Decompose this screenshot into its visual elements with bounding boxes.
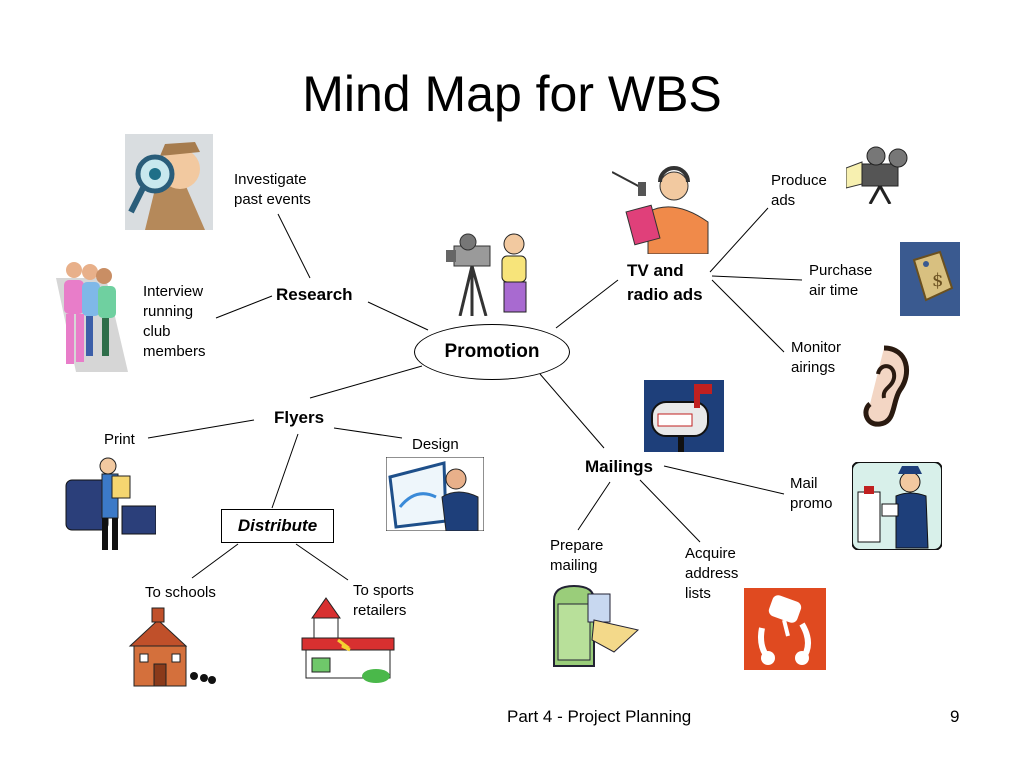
store-icon (301, 597, 395, 683)
node-tv-radio-ads: TV and radio ads (627, 261, 703, 304)
line-promotion-tv (555, 279, 619, 329)
node-research: Research (276, 285, 353, 304)
magnifier-detective-icon (125, 134, 213, 230)
line-distribute-schools (191, 543, 239, 579)
leaf-design: Design (412, 436, 459, 453)
designer-icon (386, 457, 484, 531)
printer-worker-icon (65, 457, 156, 550)
price-tag-icon: $ (900, 242, 960, 316)
leaf-investigate: Investigate past events (234, 171, 311, 208)
line-flyers-design (333, 427, 403, 439)
line-tv-produce (709, 207, 769, 273)
leaf-produce-ads: Produce ads (771, 172, 827, 209)
node-mailings: Mailings (585, 457, 654, 476)
line-distribute-sports (295, 543, 349, 581)
mailbox-icon (644, 380, 724, 452)
school-house-icon (128, 607, 216, 687)
page-number: 9 (950, 707, 960, 726)
line-tv-monitor (711, 279, 785, 353)
leaf-print: Print (104, 431, 135, 448)
ear-icon (863, 345, 910, 427)
line-mailings-mail-promo (663, 465, 785, 495)
line-flyers-print (147, 419, 255, 439)
line-research-interview (215, 295, 273, 319)
camera-operator-icon (446, 233, 527, 316)
footer-text: Part 4 - Project Planning (507, 707, 692, 726)
slide-title: Mind Map for WBS (302, 66, 722, 122)
leaf-acquire-address-lists: Acquire address lists (685, 545, 739, 602)
mail-bin-icon (553, 584, 640, 667)
leaf-mail-promo: Mail promo (790, 475, 833, 512)
line-research-investigate (277, 213, 311, 279)
film-camera-icon (846, 146, 908, 204)
leaf-monitor-airings: Monitor airings (791, 339, 842, 376)
svg-text:$: $ (932, 270, 943, 291)
leaf-interview: Interview running club members (143, 283, 206, 360)
leaf-to-sports-retailers: To sports retailers (353, 582, 414, 619)
runners-icon (56, 262, 128, 372)
line-mailings-prepare (577, 481, 611, 531)
line-promotion-mailings (539, 373, 605, 449)
phone-icon (744, 588, 826, 670)
line-promotion-research (367, 301, 429, 331)
node-promotion: Promotion (414, 324, 570, 380)
leaf-to-schools: To schools (145, 584, 216, 601)
leaf-prepare-mailing: Prepare mailing (550, 537, 604, 574)
line-mailings-acquire (639, 479, 701, 543)
line-tv-purchase (711, 275, 803, 281)
radio-dj-icon (612, 166, 709, 254)
node-flyers: Flyers (274, 408, 325, 427)
mail-carrier-icon (852, 462, 942, 550)
line-flyers-distribute (271, 433, 299, 509)
node-distribute: Distribute (221, 509, 334, 543)
leaf-purchase-air-time: Purchase air time (809, 262, 873, 299)
line-promotion-flyers (309, 365, 423, 399)
